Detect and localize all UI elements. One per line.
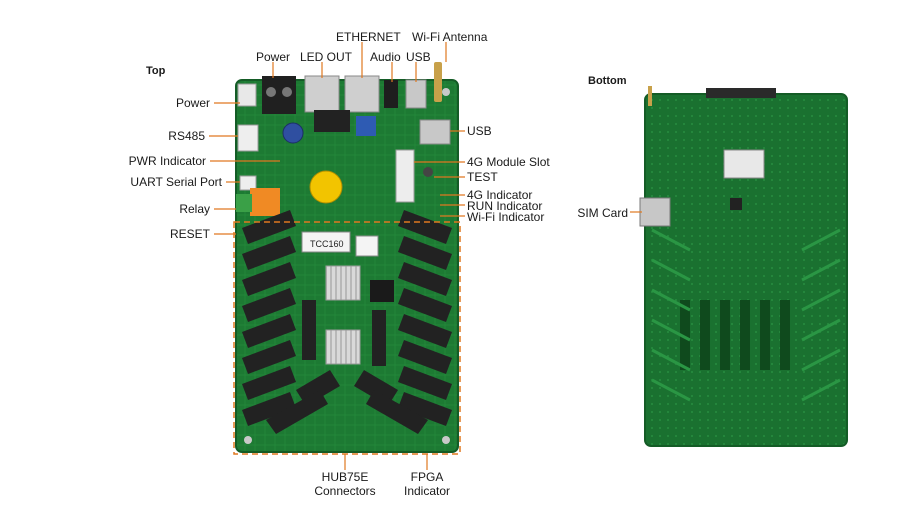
top-board <box>233 62 461 455</box>
mounting-hole <box>442 88 450 96</box>
label-hub75e-connectors: HUB75E Connectors <box>305 470 385 498</box>
sim-card-slot <box>639 197 671 227</box>
label-4g-module-slot: 4G Module Slot <box>467 155 550 169</box>
label-fpga-line1: FPGA <box>410 470 444 484</box>
usb-top-port <box>405 79 427 109</box>
edge-connector-shadow <box>706 88 776 98</box>
bottom-chip-rows <box>680 300 790 370</box>
bottom-hub75e-traces <box>651 228 841 402</box>
bottom-label-sticker <box>723 149 765 179</box>
buffer-chips-left <box>302 300 316 360</box>
test-button <box>423 167 433 177</box>
label-power-top: Power <box>256 50 291 64</box>
bottom-board <box>630 86 848 447</box>
qr-label <box>355 235 379 257</box>
led-out-rj45 <box>304 75 340 113</box>
4g-module-slot <box>395 149 415 203</box>
label-sim-card: SIM Card <box>577 206 628 220</box>
label-run-indicator: RUN Indicator <box>467 199 543 213</box>
label-power-left: Power <box>175 96 210 110</box>
label-audio: Audio <box>370 50 401 64</box>
coin-battery <box>309 170 343 204</box>
section-bottom-title: Bottom <box>588 75 627 87</box>
buffer-chips-right <box>372 310 386 366</box>
relay-block <box>250 188 280 216</box>
hub75e-bracket <box>233 221 461 455</box>
capacitor <box>282 122 304 144</box>
mounting-hole <box>244 436 252 444</box>
wifi-module <box>356 116 376 136</box>
hub75e-connectors-right <box>354 210 452 434</box>
ethernet-rj45 <box>344 75 380 113</box>
label-test: TEST <box>467 170 498 184</box>
heatsink-upper <box>325 265 361 301</box>
label-usb-top: USB <box>406 50 431 64</box>
rs485-connector <box>237 124 259 152</box>
relay-terminal <box>236 194 252 212</box>
label-wifi-indicator: Wi-Fi Indicator <box>467 210 545 224</box>
wifi-antenna-connector <box>434 62 442 102</box>
ethernet-chip <box>314 110 350 132</box>
label-uart-serial-port: UART Serial Port <box>130 175 222 189</box>
usb-right-port <box>419 119 451 145</box>
label-wifi-antenna: Wi-Fi Antenna <box>412 30 488 44</box>
audio-jack <box>384 80 398 108</box>
antenna-pin <box>648 86 652 106</box>
label-fpga-indicator: FPGA Indicator <box>392 470 462 498</box>
label-relay: Relay <box>179 202 210 216</box>
fpga-chip <box>370 280 394 302</box>
label-fpga-line2: Indicator <box>403 484 451 498</box>
model-label-sticker <box>301 231 351 253</box>
bottom-chip <box>730 198 742 210</box>
label-hub75e-line2: Connectors <box>314 484 376 498</box>
heatsink-lower <box>325 329 361 365</box>
power-connector-white <box>237 83 257 107</box>
label-reset: RESET <box>169 227 210 241</box>
label-led-out: LED OUT <box>300 50 353 64</box>
label-usb-right: USB <box>467 124 492 138</box>
mounting-hole <box>442 436 450 444</box>
hub75e-connectors-left <box>242 210 340 434</box>
label-ethernet: ETHERNET <box>336 30 401 44</box>
uart-connector <box>239 175 257 191</box>
label-pwr-indicator: PWR Indicator <box>128 154 206 168</box>
section-top-title: Top <box>146 65 166 77</box>
leader-lines <box>209 42 465 470</box>
label-hub75e-line1: HUB75E <box>321 470 369 484</box>
label-rs485: RS485 <box>168 129 205 143</box>
board-model-marking: TCC160 <box>310 239 344 249</box>
label-4g-indicator: 4G Indicator <box>467 188 533 202</box>
